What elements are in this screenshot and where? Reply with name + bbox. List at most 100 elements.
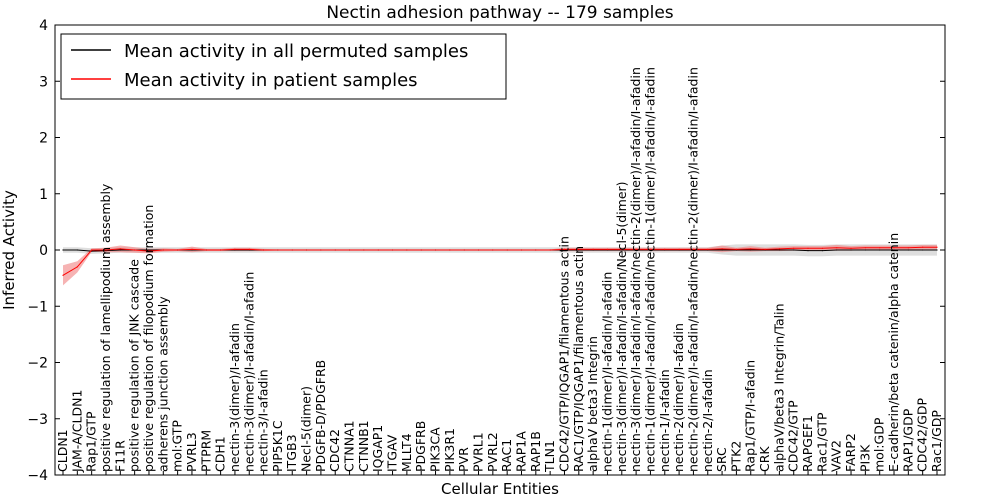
x-tick-label: nectin-2(dimer)/I-afadin/I-afadin/nectin… [685,67,700,472]
point-series-1-19 [334,249,336,251]
series-lines [62,246,938,276]
point-series-0-0 [62,249,64,251]
point-series-1-6 [148,250,150,252]
point-series-1-10 [205,249,207,251]
point-series-1-59 [907,247,909,249]
point-series-0-6 [148,249,150,251]
point-series-1-20 [349,249,351,251]
point-series-0-61 [936,249,938,251]
x-tick-label: PIP5K1C [270,420,285,472]
x-tick-label: E-cadherin/beta catenin/alpha catenin [886,233,901,472]
point-series-0-50 [778,249,781,251]
x-tick-label: CLDN1 [55,429,70,472]
x-tick-label: RAP1A [514,431,529,472]
x-tick-label: RAP1B [528,431,543,472]
band-series-1 [63,244,937,286]
point-series-1-16 [291,249,293,251]
point-series-1-55 [850,247,852,249]
x-tick-label: VAV2 [829,440,844,472]
point-series-1-4 [119,248,121,250]
point-series-1-18 [320,249,322,251]
point-series-1-43 [678,248,680,250]
x-tick-label: JAM-A/CLDN1 [69,390,84,473]
point-series-1-14 [263,249,265,251]
x-tick-label: positive regulation of JNK cascade [127,259,142,472]
point-series-1-32 [520,249,523,251]
point-series-1-61 [936,246,938,248]
legend-label-patient: Mean activity in patient samples [124,70,418,91]
x-tick-label: nectin-1(dimer)/I-afadin/I-afadin/nectin… [642,67,657,472]
point-series-1-45 [707,248,709,250]
point-series-0-46 [721,249,723,251]
x-tick-label: nectin-2(dimer)/I-afadin [671,323,686,472]
x-tick-label: adherens junction assembly [155,296,170,472]
point-series-1-5 [134,249,136,251]
x-tick-label: PTPRM [198,430,213,472]
x-tick-label: Rac1/GDP [929,410,944,472]
x-tick-label: F11R [112,440,127,472]
x-tick-label: IQGAP1 [370,425,385,472]
x-tick-label: RAC1 [499,439,514,472]
point-series-1-40 [635,248,637,250]
x-tick-label: CDC42/GTP [786,400,801,472]
x-tick-label: nectin-3/I-afadin [256,369,271,472]
x-tick-label: RAPGEF1 [800,415,815,472]
point-series-1-33 [535,249,537,251]
x-tick-label: FARP2 [843,433,858,472]
y-tick-label: 2 [39,131,48,147]
point-series-1-48 [750,248,752,250]
x-tick-label: SRC [714,447,729,472]
y-axis-label: Inferred Activity [0,190,18,310]
point-series-0-51 [793,249,795,251]
x-tick-label: Rap1/GTP/I-afadin [743,360,758,472]
point-series-0-56 [864,249,867,251]
point-series-1-22 [377,249,379,251]
y-tick-label: −3 [27,412,48,428]
x-axis-label: Cellular Entities [441,480,559,498]
point-series-0-60 [922,249,924,251]
legend: Mean activity in all permuted samples Me… [60,33,507,100]
point-series-0-58 [893,249,895,251]
point-series-1-9 [191,248,193,250]
point-series-1-47 [735,248,738,250]
x-tick-label: CTNNB1 [356,420,371,472]
x-tick-label: PI3K [857,444,872,472]
point-series-1-8 [177,249,179,251]
point-series-1-11 [220,249,222,251]
x-tick-label: positive regulation of lamellipodium ass… [98,183,113,472]
y-tick-label: 0 [39,243,48,259]
x-tick-label: nectin-3(dimer)/I-afadin/I-afadin/nectin… [628,67,643,472]
y-tick-label: −1 [27,299,48,315]
x-tick-label: nectin-1(dimer)/I-afadin/I-afadin [600,272,615,472]
point-series-0-52 [807,250,809,252]
x-tick-label: CDC42 [327,429,342,472]
x-tick-label: mol:GTP [170,420,185,472]
point-series-1-49 [764,248,766,250]
point-series-1-46 [721,248,723,250]
point-series-1-51 [793,247,795,249]
x-tick-label: Rac1/GTP [814,412,829,472]
plot-frame [54,24,946,476]
x-tick-label: alphaV/beta3 Integrin/Talin [771,304,786,473]
point-series-1-41 [649,248,652,250]
x-tick-label: nectin-3(dimer)/I-afadin [227,323,242,472]
x-tick-label: PTK2 [728,441,743,472]
x-tick-label: TLN1 [542,440,557,473]
point-series-1-50 [778,248,781,250]
point-series-1-17 [306,249,308,251]
x-tick-label: PIK3R1 [442,428,457,472]
x-tick-label: RAP1/GDP [900,408,915,472]
point-series-1-39 [621,248,623,250]
x-tick-label: nectin-3(dimer)/I-afadin/I-afadin/Necl-5… [614,181,629,472]
point-series-0-48 [750,249,752,251]
point-series-1-13 [248,248,250,250]
point-series-0-55 [850,249,852,251]
x-tick-label: PVR [456,447,471,472]
point-series-1-29 [477,249,480,251]
x-tick-label: MLLT4 [399,433,414,472]
point-series-1-24 [406,249,408,251]
point-series-1-26 [434,249,437,251]
point-series-0-1 [76,249,78,251]
